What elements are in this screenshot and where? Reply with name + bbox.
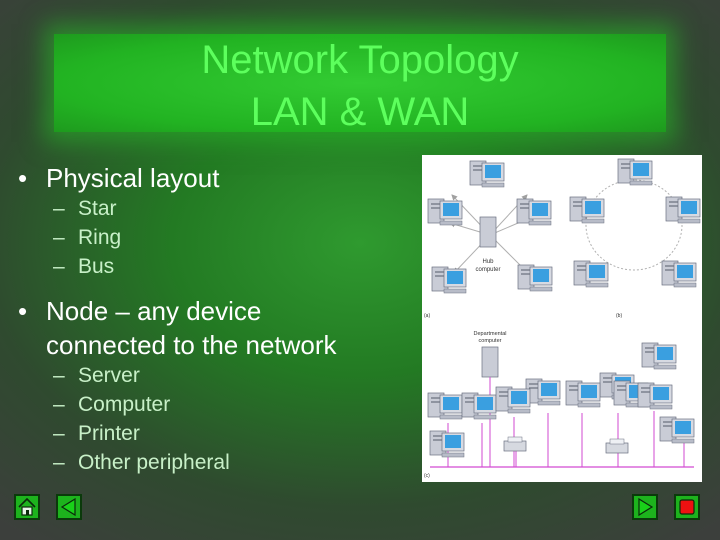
bullet-text-line-2: connected to the network [46,330,337,360]
subitem-text: Star [78,197,117,220]
dash: – [53,226,65,249]
hub-label-line-1: Hub [482,259,494,265]
title-line-2: LAN & WAN [250,90,470,134]
hub-computer-icon [479,216,497,248]
slide-title: Network Topology LAN & WAN [54,34,666,138]
dash: – [53,451,65,474]
bullet-text: Physical layout [46,163,220,193]
subitem-text: Other peripheral [78,451,230,474]
dash: – [53,422,65,445]
bullet-text-line-1: Node – any device [46,296,262,326]
previous-slide-icon [60,497,76,517]
bus-topology: Departmental computer [424,331,695,479]
label-b: (b) [616,313,622,319]
dash: – [53,364,65,387]
next-slide-button[interactable] [632,494,658,520]
ring-topology: (b) [569,158,701,319]
subitem-text: Computer [78,393,171,416]
bullet-node: • Node – any device connected to the net… [18,294,398,362]
home-icon [18,497,36,516]
home-button[interactable] [14,494,40,520]
subitem-text: Ring [78,226,122,249]
subitem-text: Server [78,364,140,387]
departmental-computer-icon [481,346,499,378]
title-line-1: Network Topology [201,38,519,82]
title-background [54,34,666,132]
end-show-icon [679,499,695,515]
end-show-button[interactable] [674,494,700,520]
subitem-text: Bus [78,255,115,278]
bullet-dot: • [18,163,28,193]
star-topology: Hub computer (a) [424,160,553,319]
previous-slide-button[interactable] [56,494,82,520]
dash: – [53,393,65,416]
dash: – [53,255,65,278]
hub-label-line-2: computer [475,267,500,273]
dept-label-line-2: computer [479,338,502,344]
next-slide-icon [638,497,654,517]
subitem-text: Printer [78,422,140,445]
dept-label-line-1: Departmental [473,331,506,337]
bullet-dot: • [18,296,28,326]
dash: – [53,197,65,220]
topology-diagram: Hub computer (a) (b) Departmental comput… [424,158,701,479]
label-c: (c) [424,473,430,479]
topology-figure: Hub computer (a) (b) Departmental comput… [422,155,702,482]
label-a: (a) [424,313,430,319]
